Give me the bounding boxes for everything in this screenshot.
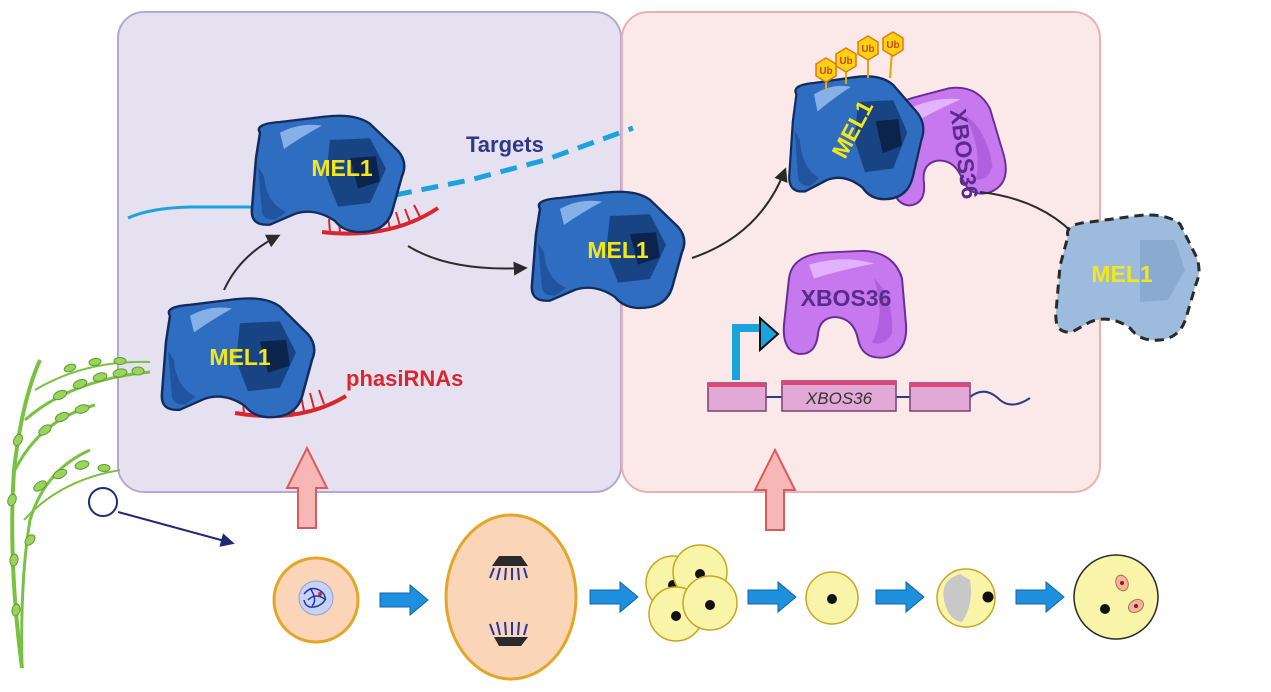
mel1-label-target-bound: MEL1 (311, 155, 373, 181)
stage-bicellular (1073, 554, 1159, 640)
up-arrow-left (285, 445, 329, 529)
mel1-label-loaded: MEL1 (209, 344, 271, 370)
mel1-label-free: MEL1 (587, 237, 649, 263)
stage-arrow-4 (875, 580, 925, 614)
xbos36-gene (707, 315, 1031, 412)
stage-pmc (272, 556, 360, 644)
anther-zoom-arrow (117, 511, 235, 547)
stage-arrow-2 (589, 580, 639, 614)
ubiquitin-chain: Ub Ub Ub Ub (815, 31, 904, 90)
exon-3 (909, 382, 971, 412)
ubiquitin-tag-2: Ub (835, 47, 857, 73)
arrow-bound-to-free (407, 245, 528, 276)
stage-microspore (805, 571, 859, 625)
stage-meiosis (444, 513, 578, 681)
ubiquitin-tag-4: Ub (882, 31, 904, 57)
targets-label: Targets (466, 132, 544, 157)
svg-text:Ub: Ub (839, 56, 852, 67)
anther-highlight-circle (88, 487, 118, 517)
phasirnas-label: phasiRNAs (346, 366, 463, 391)
ubiquitin-tag-1: Ub (815, 57, 837, 83)
rice-plant-icon (7, 357, 151, 669)
target-mrna-dashed (394, 125, 634, 198)
stage-arrow-5 (1015, 580, 1065, 614)
target-mrna (127, 205, 265, 220)
mel1-label-degraded: MEL1 (1091, 261, 1153, 287)
xbos36-label-free: XBOS36 (801, 285, 892, 311)
xbos36-gene-label: XBOS36 (805, 389, 873, 408)
arrow-loaded-to-bound (223, 234, 281, 291)
svg-text:Ub: Ub (886, 40, 899, 51)
svg-text:Ub: Ub (861, 44, 874, 55)
ubiquitin-tag-3: Ub (857, 35, 879, 61)
stage-vacuolated (936, 568, 996, 628)
up-arrow-right (753, 447, 797, 531)
arrow-free-to-complex (691, 167, 788, 259)
exon-1 (707, 382, 767, 412)
stage-arrow-3 (747, 580, 797, 614)
mel1-protein-degraded (1054, 213, 1201, 342)
stage-arrow-1 (379, 583, 429, 617)
stage-tetrad (645, 544, 738, 642)
exon-2 (781, 380, 897, 412)
svg-text:Ub: Ub (819, 66, 832, 77)
